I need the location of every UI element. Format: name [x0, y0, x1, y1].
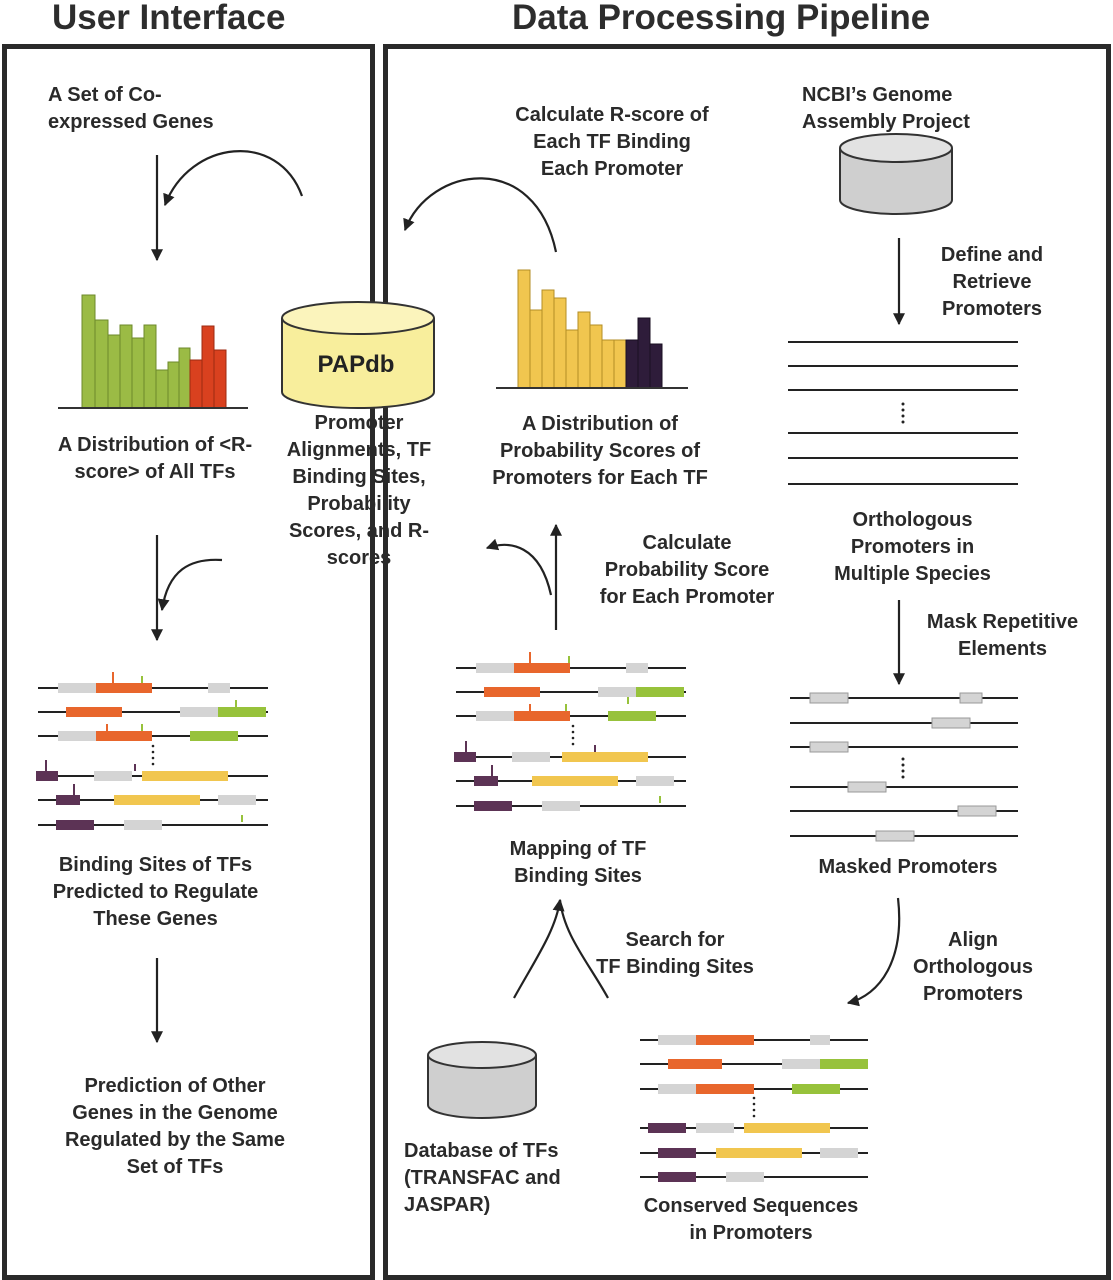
- arrow-papdb-to-ui: [163, 150, 304, 207]
- tf-database-label: Database of TFs (TRANSFAC and JASPAR): [404, 1140, 561, 1216]
- binding-sites-label: Binding Sites of TFs Predicted to Regula…: [52, 854, 259, 930]
- rscore-bar: [143, 324, 157, 409]
- calc-probability-label: Calculate Probability Score for Each Pro…: [599, 532, 775, 608]
- papdb-cylinder: PAPdb: [281, 301, 435, 409]
- rscore-bar: [119, 324, 133, 409]
- prediction-label: Prediction of Other Genes in the Genome …: [64, 1075, 286, 1178]
- probability-bar: [613, 339, 627, 389]
- probability-bar: [589, 324, 603, 389]
- rscore-bar-chart: [58, 294, 248, 409]
- arrow-align: [846, 897, 901, 1007]
- probability-bar: [541, 289, 555, 389]
- ncbi-label: NCBI’s Genome Assembly Project: [802, 84, 970, 133]
- align-orthologous-label: Align Orthologous Promoters: [913, 929, 1033, 1005]
- define-retrieve-label: Define and Retrieve Promoters: [940, 244, 1044, 320]
- probability-bar-chart: [496, 269, 688, 389]
- probability-bar: [625, 339, 639, 389]
- probability-bar: [529, 309, 543, 389]
- tf-database-cylinder: [427, 1041, 537, 1119]
- conserved-sequences-label: Conserved Sequences in Promoters: [643, 1195, 859, 1244]
- coexpressed-genes-label: A Set of Co- expressed Genes: [48, 84, 214, 133]
- calc-rscore-label: Calculate R-score of Each TF Binding Eac…: [515, 104, 709, 180]
- rscore-bar: [167, 361, 180, 409]
- arrow-papdb-to-binding: [157, 558, 223, 612]
- search-binding-sites-label: Search for TF Binding Sites: [596, 929, 754, 978]
- probability-bar: [517, 269, 531, 389]
- rscore-bar: [107, 334, 121, 409]
- probability-bar: [649, 343, 663, 389]
- probability-distribution-label: A Distribution of Probability Scores of …: [492, 413, 708, 489]
- arrow-search-right: [558, 899, 609, 999]
- mask-repetitive-label: Mask Repetitive Elements: [926, 611, 1079, 660]
- arrow-search-left: [513, 898, 565, 999]
- arrow-calc-prob: [485, 538, 553, 596]
- rscore-distribution-label: A Distribution of <R- score> of All TFs: [57, 434, 253, 483]
- probability-bar: [637, 317, 651, 389]
- orthologous-promoters-label: Orthologous Promoters in Multiple Specie…: [834, 509, 991, 585]
- ncbi-database-cylinder: [839, 133, 953, 215]
- rscore-bar: [94, 319, 109, 409]
- mapping-label: Mapping of TF Binding Sites: [509, 838, 647, 887]
- user-interface-title: User Interface: [52, 0, 286, 37]
- probability-bar: [553, 297, 567, 389]
- rscore-bar: [213, 349, 227, 409]
- mapping-binding-sites-alignment: [454, 652, 686, 811]
- pipeline-panel: [383, 44, 1111, 1280]
- flow-arrows: [151, 150, 905, 1044]
- masked-promoters: [790, 692, 1018, 842]
- rscore-bar: [189, 359, 203, 409]
- pipeline-title: Data Processing Pipeline: [512, 0, 931, 37]
- orthologous-promoter-lines: [788, 341, 1018, 485]
- rscore-bar: [201, 325, 215, 409]
- rscore-bar: [178, 347, 191, 409]
- papdb-label: PAPdb: [318, 351, 395, 378]
- rscore-bar: [131, 337, 145, 409]
- probability-bar: [601, 339, 615, 389]
- probability-bar: [577, 311, 591, 389]
- papdb-contents-label: Promoter Alignments, TF Binding Sites, P…: [286, 412, 432, 569]
- rscore-bar: [81, 294, 96, 409]
- conserved-sequences-alignment: [640, 1035, 868, 1182]
- user-interface-panel: [2, 44, 375, 1280]
- probability-bar: [565, 329, 579, 389]
- rscore-bar: [155, 369, 169, 409]
- masked-promoters-label: Masked Promoters: [818, 856, 998, 878]
- arrow-calc-rscore: [403, 177, 558, 253]
- ui-binding-sites-alignment: [36, 672, 268, 830]
